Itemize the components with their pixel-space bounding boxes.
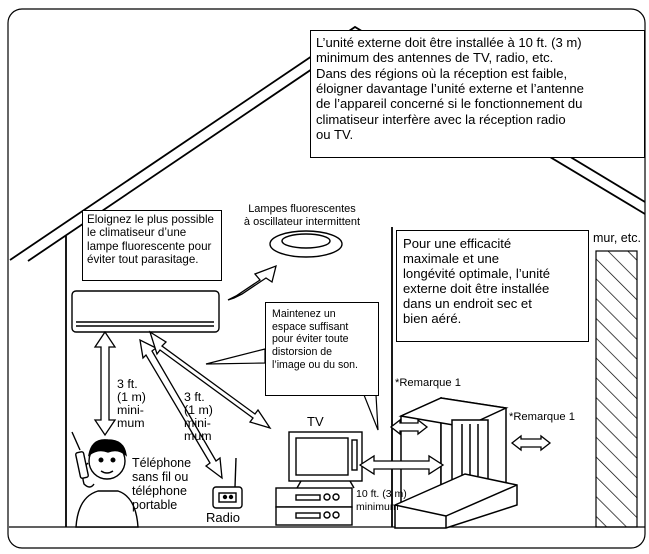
fluorescent-advice-box (82, 210, 222, 281)
callout-pointers (205, 348, 379, 431)
wall-label: mur, etc. (593, 231, 641, 245)
outdoor-distance-value: 10 ft. (3 m) (356, 488, 407, 500)
dimension-arrows (93, 264, 552, 480)
fluorescent-lamp (269, 230, 343, 258)
video-cabinet (275, 487, 353, 526)
tv-set (288, 431, 363, 489)
outdoor-distance-word: minimum (356, 501, 399, 513)
antenna-distance-note: L’unité externe doit être installée à 10… (316, 35, 584, 142)
arrow-outdoor-right (510, 434, 552, 452)
arrow-vertical-unit-to-phone (93, 330, 117, 437)
arrow-unit-to-tv (148, 330, 272, 430)
distance-label-diagonal: 3 ft. (1 m) mini- mum (184, 390, 213, 444)
arrow-tv-to-outdoor (358, 454, 445, 476)
radio-set (212, 457, 243, 509)
arrow-unit-to-lamp (227, 264, 277, 301)
distance-label-vertical: 3 ft. (1 m) mini- mum (117, 377, 146, 431)
remark-label-top: *Remarque 1 (395, 377, 461, 389)
antenna-distance-note-box (310, 30, 645, 158)
outdoor-unit-advice: Pour une efficacité maximale et une long… (403, 236, 551, 327)
fluorescent-lamp-label: Lampes fluorescentes à oscillateur inter… (243, 203, 361, 228)
outer-frame (7, 8, 646, 549)
arrow-unit-to-radio (139, 338, 223, 480)
arrow-outdoor-left (389, 418, 429, 436)
outdoor-unit-advice-box (396, 230, 589, 342)
tv-space-advice: Maintenez un espace suffisant pour évite… (272, 308, 358, 371)
remark-label-side: *Remarque 1 (509, 411, 575, 423)
radio-label: Radio (206, 510, 240, 525)
person-with-phone (71, 431, 139, 528)
phone-label: Téléphone sans fil ou téléphone portable (132, 456, 192, 512)
outdoor-wall-hatch (595, 250, 638, 528)
fluorescent-advice: Eloignez le plus possible le climatiseur… (87, 213, 214, 266)
outdoor-unit (394, 396, 518, 529)
indoor-unit (71, 290, 220, 333)
tv-space-advice-box (265, 302, 379, 396)
tv-label: TV (307, 414, 324, 429)
